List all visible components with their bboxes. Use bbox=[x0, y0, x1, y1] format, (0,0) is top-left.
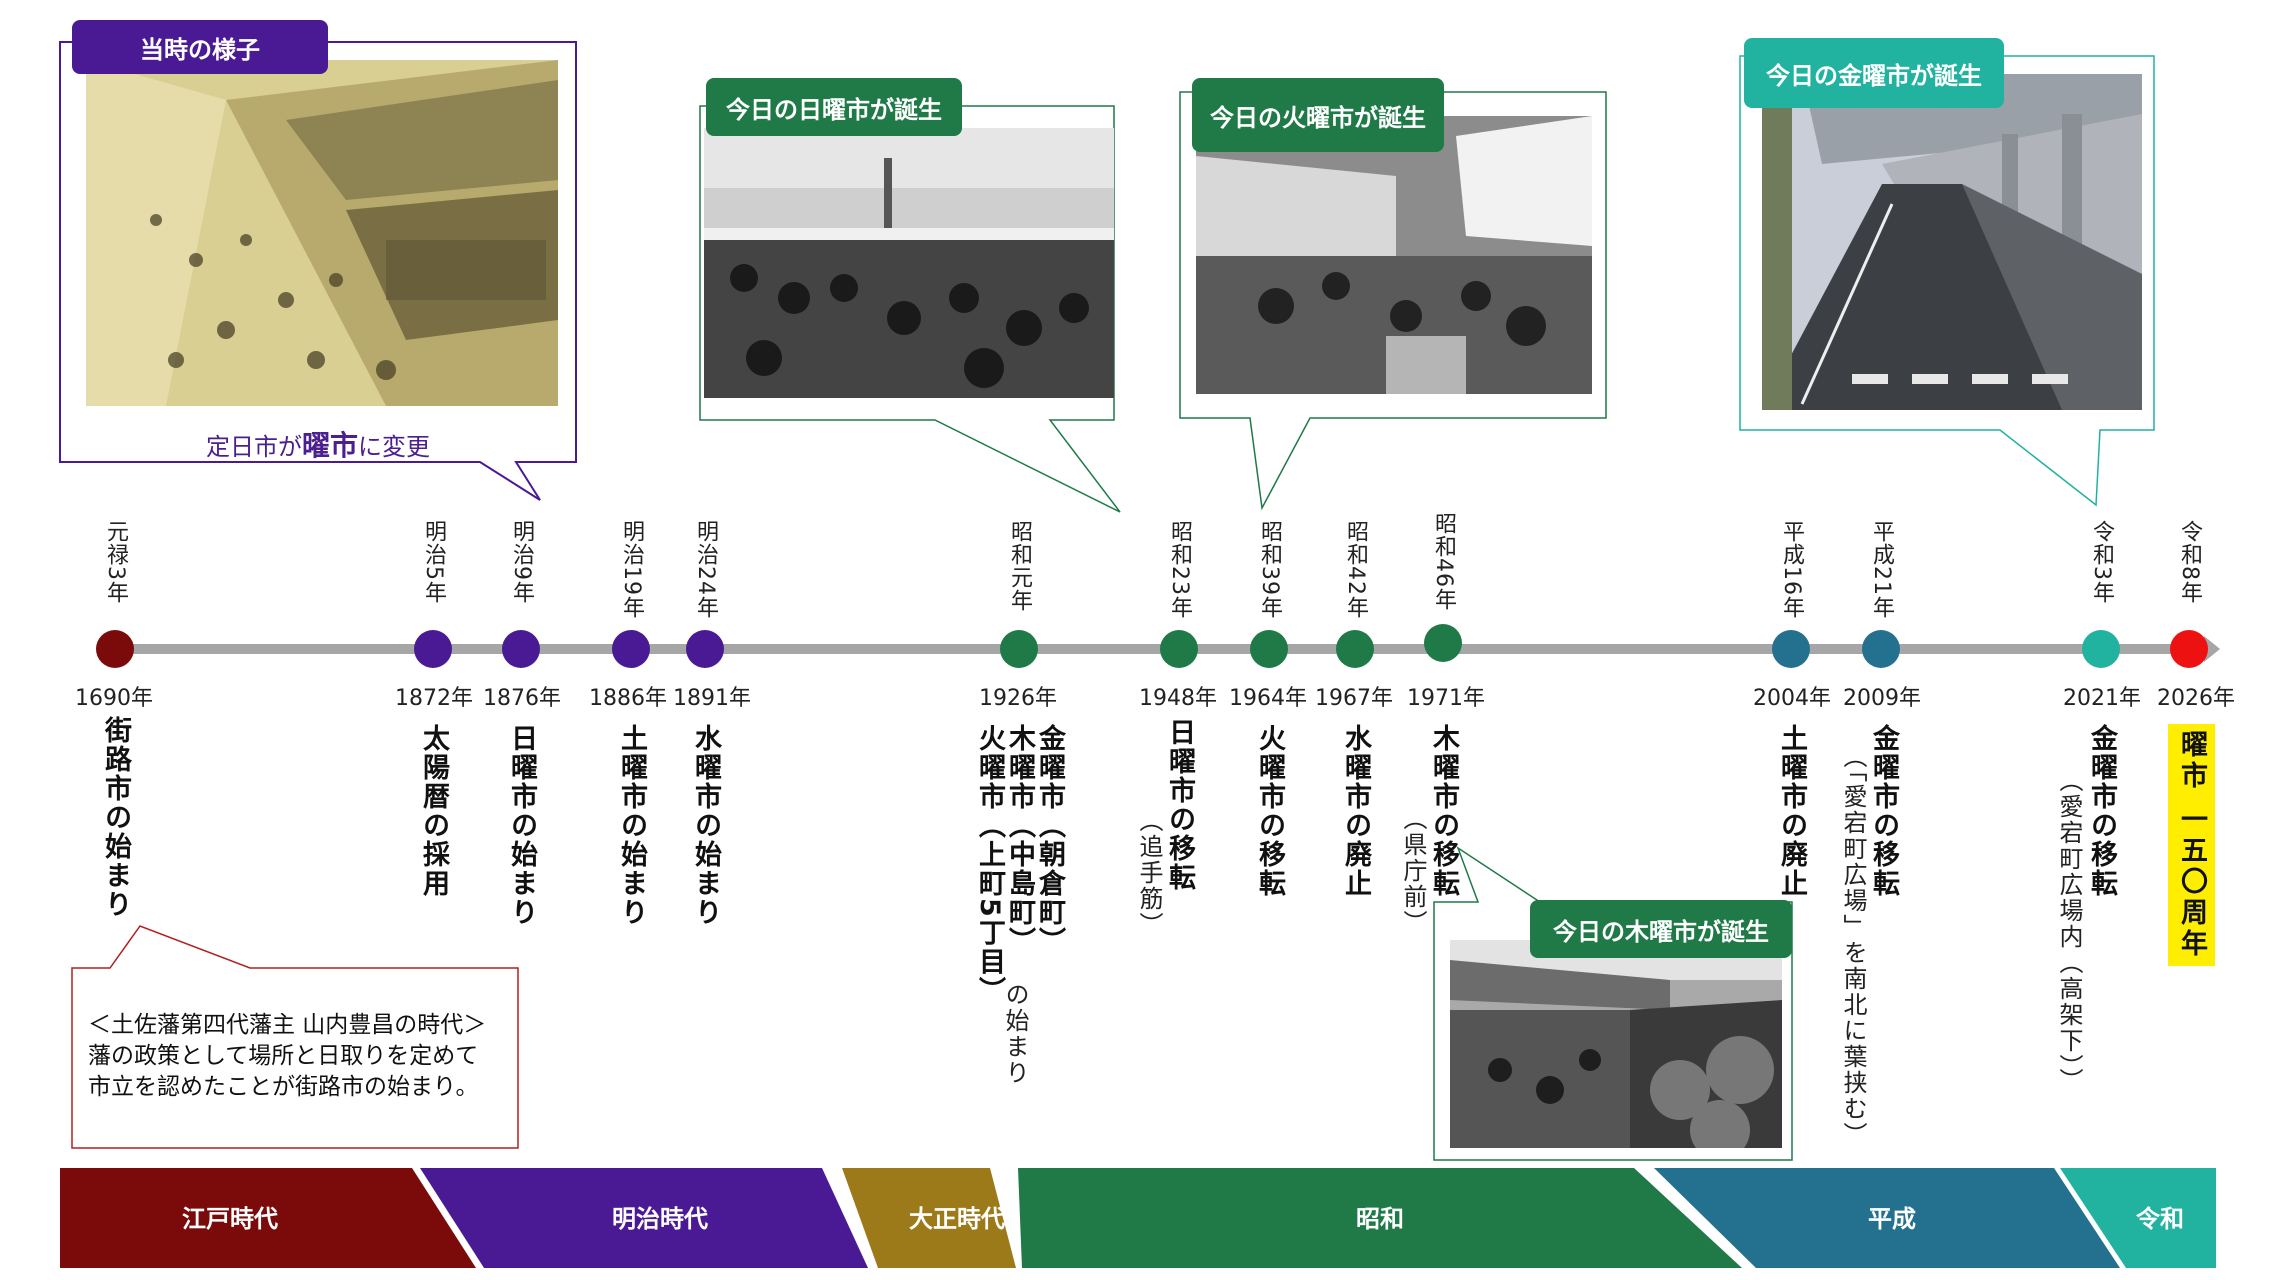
note-line-3: 市立を認めたことが街路市の始まり。 bbox=[88, 1074, 479, 1100]
era-label: 昭和元年 bbox=[1007, 520, 1032, 612]
edo-note: ＜土佐藩第四代藩主 山内豊昌の時代＞ 藩の政策として場所と日取りを定めて 市立を… bbox=[88, 1010, 518, 1103]
timeline-dot-1876 bbox=[502, 630, 540, 668]
era-label: 平成21年 bbox=[1869, 520, 1894, 619]
note-line-2: 藩の政策として場所と日取りを定めて bbox=[88, 1043, 479, 1069]
timeline-dot-1964 bbox=[1250, 630, 1288, 668]
event-label: 金曜市の移転 bbox=[1868, 724, 1899, 898]
year-label: 1690年 bbox=[75, 686, 153, 711]
era-label: 元禄3年 bbox=[103, 520, 128, 604]
sunday-callout-tag: 今日の日曜市が誕生 bbox=[706, 78, 962, 136]
tuesday-callout-tag: 今日の火曜市が誕生 bbox=[1192, 78, 1444, 152]
timeline-dot-1886 bbox=[612, 630, 650, 668]
event-label: 街路市の始まり bbox=[100, 716, 131, 919]
era-label: 明治19年 bbox=[619, 520, 644, 619]
period-label-heisei: 平成 bbox=[1868, 1204, 1916, 1233]
event-label: 金曜市の移転 bbox=[2086, 724, 2117, 898]
timeline-dot-1971 bbox=[1424, 624, 1462, 662]
timeline-dot-1872 bbox=[414, 630, 452, 668]
event-sub-label: （「愛宕町広場」を南北に葉挟む） bbox=[1839, 744, 1867, 1148]
event-sub-label: （県庁前） bbox=[1399, 806, 1427, 936]
edo-street-photo bbox=[86, 60, 558, 406]
year-label: 2026年 bbox=[2157, 686, 2235, 711]
event-label: 火曜市の移転 bbox=[1254, 724, 1285, 898]
timeline-dot-1948 bbox=[1160, 630, 1198, 668]
era-label: 明治24年 bbox=[693, 520, 718, 619]
event-sub-label: （愛宕町広場内（高架下）） bbox=[2055, 768, 2083, 1094]
period-label-showa: 昭和 bbox=[1356, 1204, 1404, 1233]
timeline-dot-1926 bbox=[1000, 630, 1038, 668]
era-label: 平成16年 bbox=[1779, 520, 1804, 619]
timeline-dot-2009 bbox=[1862, 630, 1900, 668]
timeline-dot-1967 bbox=[1336, 630, 1374, 668]
edo-callout-caption: 定日市が曜市に変更 bbox=[206, 424, 430, 464]
caption-bold: 曜市 bbox=[302, 429, 359, 462]
year-label: 1926年 bbox=[979, 686, 1057, 711]
timeline-dot-2026 bbox=[2170, 630, 2208, 668]
event-label: 日曜市の始まり bbox=[506, 724, 537, 927]
timeline-dot-1690 bbox=[96, 630, 134, 668]
timeline-dot-1891 bbox=[686, 630, 724, 668]
event-label: 水曜市の廃止 bbox=[1340, 724, 1371, 898]
period-label-reiwa: 令和 bbox=[2136, 1204, 2184, 1233]
anniversary-label: 曜市 一五〇周年 bbox=[2168, 724, 2215, 967]
event-label: 土曜市の廃止 bbox=[1776, 724, 1807, 898]
era-label: 昭和42年 bbox=[1343, 520, 1368, 619]
era-label: 明治9年 bbox=[509, 520, 534, 604]
timeline-arrow-tip bbox=[2204, 636, 2220, 662]
period-label-meiji: 明治時代 bbox=[612, 1204, 708, 1233]
tuesday-market-photo bbox=[1196, 116, 1592, 394]
event-label-thursday: 木曜市（中島町） bbox=[1004, 724, 1035, 956]
event-sub-label: （追手筋） bbox=[1135, 808, 1163, 938]
event-label: 水曜市の始まり bbox=[690, 724, 721, 927]
era-label: 昭和23年 bbox=[1167, 520, 1192, 619]
year-label: 2004年 bbox=[1753, 686, 1831, 711]
year-label: 1876年 bbox=[483, 686, 561, 711]
note-line-1: ＜土佐藩第四代藩主 山内豊昌の時代＞ bbox=[88, 1012, 487, 1038]
year-label: 1971年 bbox=[1407, 686, 1485, 711]
event-label: 太陽暦の採用 bbox=[418, 724, 449, 898]
year-label: 1964年 bbox=[1229, 686, 1307, 711]
event-label: 日曜市の移転 bbox=[1164, 718, 1195, 892]
event-label-start: の始まり bbox=[1001, 982, 1029, 1086]
era-label: 令和3年 bbox=[2089, 520, 2114, 604]
era-label: 令和8年 bbox=[2177, 520, 2202, 604]
event-label-tuesday: 火曜市（上町5丁目） bbox=[974, 724, 1005, 1006]
friday-market-photo bbox=[1762, 74, 2142, 410]
timeline-dot-2004 bbox=[1772, 630, 1810, 668]
timeline-axis bbox=[104, 644, 2204, 654]
year-label: 2009年 bbox=[1843, 686, 1921, 711]
year-label: 1872年 bbox=[395, 686, 473, 711]
era-label: 明治5年 bbox=[421, 520, 446, 604]
sunday-market-photo bbox=[704, 128, 1114, 398]
event-label: 木曜市の移転 bbox=[1428, 724, 1459, 898]
period-label-taisho: 大正時代 bbox=[909, 1204, 1005, 1233]
edo-callout-tag: 当時の様子 bbox=[72, 20, 328, 74]
timeline-dot-2021 bbox=[2082, 630, 2120, 668]
friday-callout-tag: 今日の金曜市が誕生 bbox=[1744, 38, 2004, 108]
year-label: 1891年 bbox=[673, 686, 751, 711]
year-label: 2021年 bbox=[2063, 686, 2141, 711]
period-label-edo: 江戸時代 bbox=[182, 1204, 278, 1233]
era-label: 昭和46年 bbox=[1431, 512, 1456, 611]
event-label: 土曜市の始まり bbox=[616, 724, 647, 927]
era-label: 昭和39年 bbox=[1257, 520, 1282, 619]
event-label-friday: 金曜市（朝倉町） bbox=[1034, 724, 1065, 956]
caption-post: に変更 bbox=[358, 433, 431, 461]
year-label: 1886年 bbox=[589, 686, 667, 711]
caption-pre: 定日市が bbox=[206, 433, 302, 461]
thursday-callout-tag: 今日の木曜市が誕生 bbox=[1530, 900, 1792, 958]
year-label: 1948年 bbox=[1139, 686, 1217, 711]
thursday-market-photo bbox=[1450, 940, 1782, 1148]
year-label: 1967年 bbox=[1315, 686, 1393, 711]
